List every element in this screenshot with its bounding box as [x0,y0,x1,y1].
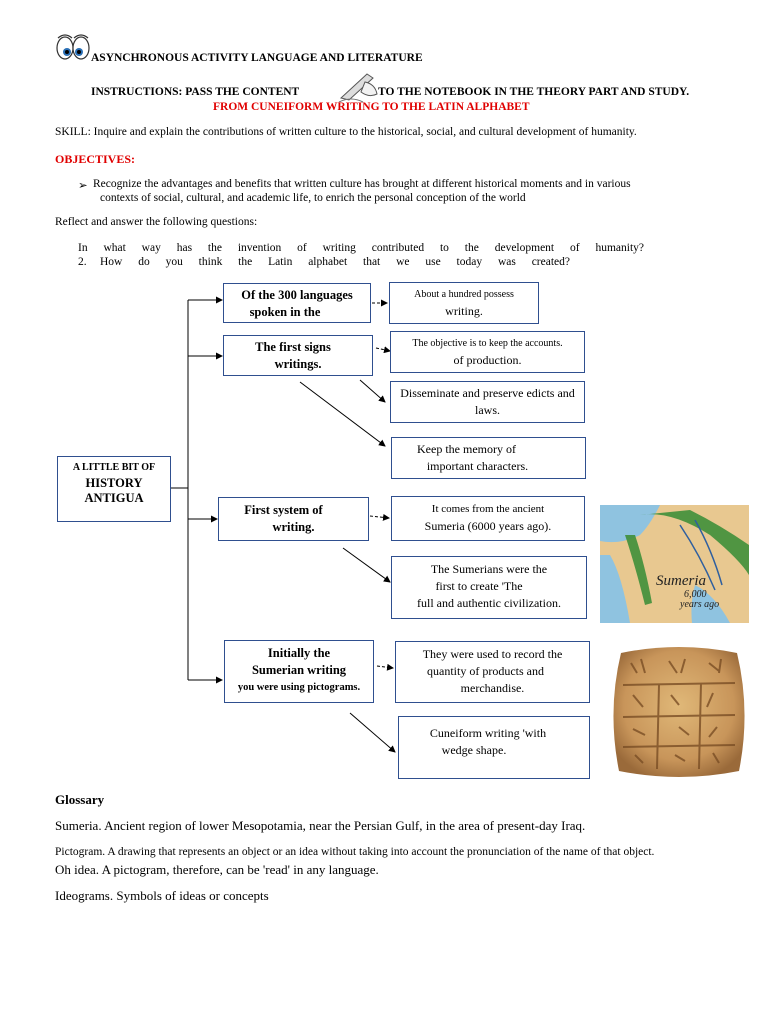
box-first-signs-line-1: The first signs [255,340,331,354]
map-label-sumeria: Sumeria [656,573,706,589]
box-languages-line-1: Of the 300 languages [241,288,353,302]
root-line-1: A LITTLE BIT OF [72,462,156,473]
box-cuneiform-wedge-line-2: wedge shape. [441,743,507,757]
question-2-number: 2. [78,256,87,268]
box-memory: Keep the memory of important characters. [391,437,586,479]
objective-bullet: ➢ [78,180,88,192]
box-keep-accounts: The objective is to keep the accounts. o… [390,331,585,373]
subtitle: FROM CUNEIFORM WRITING TO THE LATIN ALPH… [213,101,530,113]
box-edicts-laws-line-1: Disseminate and preserve edicts and [400,386,575,400]
box-languages: Of the 300 languages spoken in the [223,283,371,323]
box-first-system: First system of writing. [218,497,369,541]
box-record-quantity-line-2: quantity of products and [427,664,544,678]
objective-line-2: contexts of social, cultural, and academ… [100,192,526,204]
objective-line-1: Recognize the advantages and benefits th… [93,178,631,190]
box-first-system-line-2: writing. [272,520,315,534]
instructions-part-2: TO THE NOTEBOOK IN THE THEORY PART AND S… [378,86,690,98]
page-title: ASYNCHRONOUS ACTIVITY LANGUAGE AND LITER… [91,52,423,64]
box-first-system-line-1: First system of [244,503,323,517]
question-2: How do you think the Latin alphabet that… [100,256,570,268]
box-ancient-sumeria-line-2: Sumeria (6000 years ago). [424,519,552,533]
box-first-signs-line-2: writings. [274,357,322,371]
reflect-intro: Reflect and answer the following questio… [55,216,258,228]
eyes-icon [56,34,90,60]
box-ancient-sumeria-line-1: It comes from the ancient [431,503,545,515]
box-sumerians-first: The Sumerians were the first to create '… [391,556,587,619]
box-cuneiform-wedge: Cuneiform writing 'with wedge shape. [398,716,590,779]
box-memory-line-2: important characters. [426,459,529,473]
box-record-quantity-line-3: merchandise. [460,681,525,695]
root-box-history: A LITTLE BIT OF HISTORY ANTIGUA [57,456,171,522]
cuneiform-tablet-image [613,647,745,777]
box-record-quantity: They were used to record the quantity of… [395,641,590,703]
glossary-sumeria: Sumeria. Ancient region of lower Mesopot… [55,818,586,833]
objectives-heading: OBJECTIVES: [55,152,136,166]
glossary-heading: Glossary [55,792,105,807]
box-memory-line-1: Keep the memory of [417,442,516,456]
box-pictograms-line-1: Initially the [267,646,331,660]
skill-text: SKILL: Inquire and explain the contribut… [55,126,637,138]
map-label-6000: 6,000 [684,589,707,600]
box-first-signs: The first signs writings. [223,335,373,376]
box-sumerians-first-line-3: full and authentic civilization. [417,596,561,610]
box-hundred-possess: About a hundred possess writing. [389,282,539,324]
box-cuneiform-wedge-line-1: Cuneiform writing 'with [429,726,547,740]
box-sumerians-first-line-1: The Sumerians were the [430,562,548,576]
glossary-pictogram-line-2: Oh idea. A pictogram, therefore, can be … [55,862,379,877]
box-pictograms: Initially the Sumerian writing you were … [224,640,374,703]
sumeria-map-image: Sumeria 6,000 years ago [600,505,749,623]
question-1: In what way has the invention of writing… [78,242,644,254]
box-pictograms-line-2: Sumerian writing [251,663,347,677]
box-hundred-possess-line-2: writing. [445,304,483,318]
box-keep-accounts-line-1: The objective is to keep the accounts. [412,338,563,349]
box-ancient-sumeria: It comes from the ancient Sumeria (6000 … [391,496,585,541]
box-pictograms-line-3: you were using pictograms. [237,682,361,693]
glossary-ideograms: Ideograms. Symbols of ideas or concepts [55,888,269,903]
box-languages-line-2: spoken in the [249,305,321,319]
writing-hand-icon [338,73,378,103]
instructions-part-1: INSTRUCTIONS: PASS THE CONTENT [91,86,300,98]
box-hundred-possess-line-1: About a hundred possess [414,289,514,300]
box-keep-accounts-line-2: of production. [453,353,522,367]
box-edicts-laws-line-2: laws. [475,403,500,417]
root-line-2: HISTORY [85,476,143,490]
root-line-3: ANTIGUA [84,491,144,505]
map-label-years-ago: years ago [679,599,719,610]
glossary-pictogram-line-1: Pictogram. A drawing that represents an … [55,846,655,858]
box-record-quantity-line-1: They were used to record the [422,647,563,661]
box-sumerians-first-line-2: first to create 'The [435,579,523,593]
box-edicts-laws: Disseminate and preserve edicts and laws… [390,381,585,423]
